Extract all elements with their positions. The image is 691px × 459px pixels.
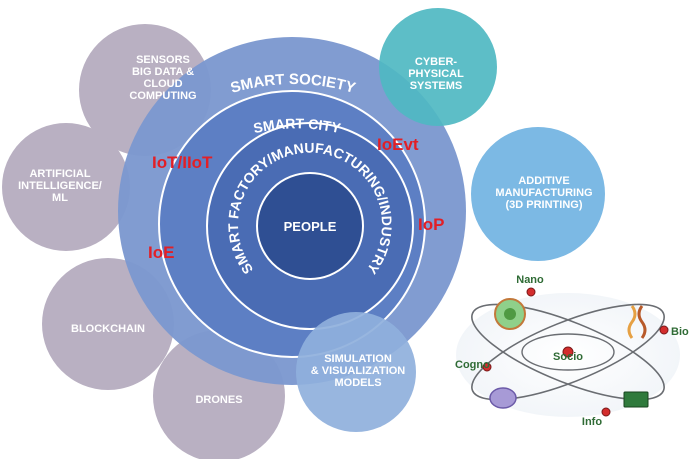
satellite-simulation-bg bbox=[296, 312, 416, 432]
nano-molecule-core bbox=[504, 308, 516, 320]
satellite-drones-line: DRONES bbox=[195, 394, 242, 406]
satellite-simulation-line: & VISUALIZATION bbox=[311, 365, 406, 377]
dna-icon bbox=[627, 305, 647, 339]
satellite-simulation-line: SIMULATION bbox=[324, 353, 392, 365]
nano-label: Nano bbox=[516, 274, 544, 286]
satellite-ai-line: ML bbox=[52, 192, 68, 204]
iot-iiot-label: IoT/IIoT bbox=[152, 153, 213, 172]
iop-label: IoP bbox=[418, 215, 444, 234]
satellite-cyber-line: SYSTEMS bbox=[410, 80, 463, 92]
satellite-additive-bg bbox=[471, 127, 605, 261]
socio-node bbox=[562, 346, 574, 358]
satellite-ai-line: ARTIFICIAL bbox=[29, 168, 90, 180]
satellite-simulation-line: MODELS bbox=[334, 377, 381, 389]
satellite-ai-line: INTELLIGENCE/ bbox=[18, 180, 102, 192]
ioe-label: IoE bbox=[148, 243, 174, 262]
info-label: Info bbox=[582, 416, 602, 428]
satellite-cyber-line: PHYSICAL bbox=[408, 68, 464, 80]
cogno-node bbox=[482, 362, 492, 372]
satellite-sensors-line: COMPUTING bbox=[129, 90, 196, 102]
satellite-drones-label: DRONES bbox=[195, 394, 242, 406]
satellite-additive-line: (3D PRINTING) bbox=[506, 199, 583, 211]
info-node bbox=[601, 407, 611, 417]
satellite-cyber-bg bbox=[379, 8, 497, 126]
core-people bbox=[257, 173, 363, 279]
brain-icon bbox=[489, 387, 517, 409]
bio-label: Bio bbox=[671, 326, 689, 338]
ioevt-label: IoEvt bbox=[377, 135, 419, 154]
satellite-blockchain-label: BLOCKCHAIN bbox=[71, 323, 145, 335]
ring-smart-city-border bbox=[158, 90, 426, 358]
core-border bbox=[256, 172, 364, 280]
satellite-cyber-line: CYBER- bbox=[415, 56, 458, 68]
ring-smart-factory-border bbox=[206, 122, 414, 330]
satellite-sensors-line: BIG DATA & bbox=[132, 66, 194, 78]
nano-node bbox=[526, 287, 536, 297]
circuit-board-icon bbox=[623, 391, 649, 408]
satellite-additive-line: MANUFACTURING bbox=[495, 187, 592, 199]
satellite-ai-bg bbox=[2, 123, 130, 251]
satellite-sensors-line: SENSORS bbox=[136, 54, 190, 66]
bio-node bbox=[659, 325, 669, 335]
satellite-sensors-line: CLOUD bbox=[143, 78, 182, 90]
satellite-blockchain-line: BLOCKCHAIN bbox=[71, 323, 145, 335]
orbit-ellipse-center bbox=[521, 333, 615, 371]
cogno-label: Cogno bbox=[455, 359, 490, 371]
convergence-diagram: Nano Bio Cogno Socio Info bbox=[455, 274, 689, 428]
orbit-ellipse-2 bbox=[471, 303, 665, 401]
satellite-additive-line: ADDITIVE bbox=[518, 175, 569, 187]
smart-city-label: SMART CITY bbox=[252, 115, 343, 136]
orbit-ellipse-1 bbox=[471, 303, 665, 401]
people-label: PEOPLE bbox=[284, 219, 337, 234]
socio-label: Socio bbox=[553, 351, 583, 363]
